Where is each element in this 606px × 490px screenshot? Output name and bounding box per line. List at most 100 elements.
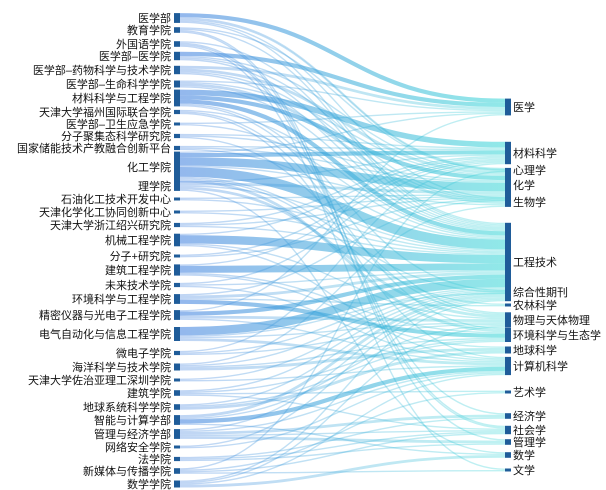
right-node-label: 物理与天体物理 [513, 313, 590, 327]
left-node-29[interactable] [174, 429, 180, 439]
nodes-layer [174, 13, 511, 488]
left-node-33[interactable] [174, 480, 180, 488]
right-node-8[interactable] [505, 312, 511, 328]
right-node-0[interactable] [505, 98, 511, 116]
link-L6-R6 [179, 103, 506, 292]
right-node-3[interactable] [505, 168, 511, 202]
left-node-label: 医学部–卫生应急学院 [66, 117, 171, 131]
right-node-4[interactable] [505, 197, 511, 207]
right-node-label: 化学 [513, 178, 535, 192]
link-L15-R1 [179, 155, 506, 225]
left-node-18[interactable] [174, 264, 180, 276]
left-node-31[interactable] [174, 456, 180, 462]
link-L30-R5 [179, 298, 506, 447]
left-node-4[interactable] [174, 65, 180, 75]
left-node-label: 地球系统科学学院 [83, 400, 171, 414]
left-node-11[interactable] [174, 151, 180, 183]
link-L9-R3 [179, 135, 506, 182]
left-node-9[interactable] [174, 133, 180, 139]
link-L11-R1 [179, 150, 506, 158]
link-L27-R10 [179, 350, 506, 410]
right-node-14[interactable] [505, 425, 511, 435]
left-node-24[interactable] [174, 363, 180, 371]
right-node-12[interactable] [505, 390, 511, 394]
left-node-30[interactable] [174, 445, 180, 449]
left-node-28[interactable] [174, 415, 180, 425]
left-node-27[interactable] [174, 404, 180, 410]
right-node-label: 艺术学 [513, 385, 546, 399]
link-L2-R5 [179, 41, 506, 227]
left-node-8[interactable] [174, 122, 180, 126]
link-L6-R1 [179, 89, 506, 148]
left-node-6[interactable] [174, 89, 180, 107]
link-L9-R1 [179, 133, 506, 149]
left-node-10[interactable] [174, 145, 180, 151]
left-node-19[interactable] [174, 282, 180, 288]
left-node-label: 天津大学佐治亚理工深圳学院 [28, 373, 171, 387]
link-L6-R5 [179, 99, 506, 236]
link-L12-R1 [179, 154, 506, 183]
left-node-label: 法学院 [138, 452, 171, 466]
left-node-12[interactable] [174, 181, 180, 191]
left-node-label: 建筑学院 [127, 386, 171, 400]
left-node-label: 石油化工技术开发中心 [61, 192, 171, 206]
right-node-6[interactable] [505, 289, 511, 295]
right-node-5[interactable] [505, 222, 511, 302]
right-node-7[interactable] [505, 303, 511, 307]
left-node-label: 天津大学浙江绍兴研究院 [50, 218, 171, 232]
link-L24-R9 [179, 337, 506, 368]
right-node-label: 材料科学 [513, 146, 557, 160]
left-node-label: 医学部–医学院 [99, 49, 171, 63]
left-node-15[interactable] [174, 222, 180, 228]
link-L15-R3 [179, 196, 506, 226]
link-L27-R9 [179, 340, 506, 407]
link-L7-R9 [179, 111, 506, 330]
left-node-label: 海洋科学与技术学院 [72, 360, 171, 374]
right-node-label: 计算机科学 [513, 359, 568, 373]
right-node-10[interactable] [505, 346, 511, 354]
link-L1-R2 [179, 27, 506, 171]
left-node-25[interactable] [174, 378, 180, 382]
right-node-9[interactable] [505, 328, 511, 342]
right-node-11[interactable] [505, 356, 511, 376]
link-L11-R5 [179, 167, 506, 250]
link-L0-R0 [179, 13, 506, 103]
left-node-3[interactable] [174, 51, 180, 61]
left-node-label: 天津大学福州国际联合学院 [39, 105, 171, 119]
left-node-5[interactable] [174, 80, 180, 88]
left-node-14[interactable] [174, 210, 180, 214]
left-node-label: 新媒体与传播学院 [83, 464, 171, 478]
left-node-label: 医学部 [138, 11, 171, 25]
left-node-21[interactable] [174, 310, 180, 320]
link-L14-R5 [179, 212, 506, 254]
right-node-17[interactable] [505, 468, 511, 472]
left-node-label: 理学院 [138, 179, 171, 193]
left-node-20[interactable] [174, 294, 180, 304]
left-node-23[interactable] [174, 350, 180, 356]
link-L23-R8 [179, 323, 506, 356]
left-node-0[interactable] [174, 13, 180, 23]
left-node-17[interactable] [174, 254, 180, 258]
left-node-13[interactable] [174, 197, 180, 201]
link-L16-R5 [179, 235, 506, 264]
left-node-32[interactable] [174, 468, 180, 474]
left-node-2[interactable] [174, 41, 180, 47]
right-node-label: 心理学 [513, 163, 546, 177]
link-L16-R8 [179, 243, 506, 320]
link-L24-R4 [179, 205, 506, 365]
right-node-16[interactable] [505, 452, 511, 458]
left-node-22[interactable] [174, 327, 180, 341]
link-L33-R8 [179, 326, 506, 484]
left-node-1[interactable] [174, 27, 180, 33]
link-L11-R0 [179, 112, 506, 153]
link-L18-R5 [179, 263, 506, 273]
right-node-15[interactable] [505, 439, 511, 445]
left-node-label: 精密仪器与光电子工程学院 [39, 308, 171, 322]
left-node-7[interactable] [174, 109, 180, 115]
left-node-16[interactable] [174, 233, 180, 247]
left-node-26[interactable] [174, 390, 180, 396]
right-node-1[interactable] [505, 141, 511, 165]
right-node-13[interactable] [505, 413, 511, 419]
link-L32-R12 [179, 392, 506, 471]
